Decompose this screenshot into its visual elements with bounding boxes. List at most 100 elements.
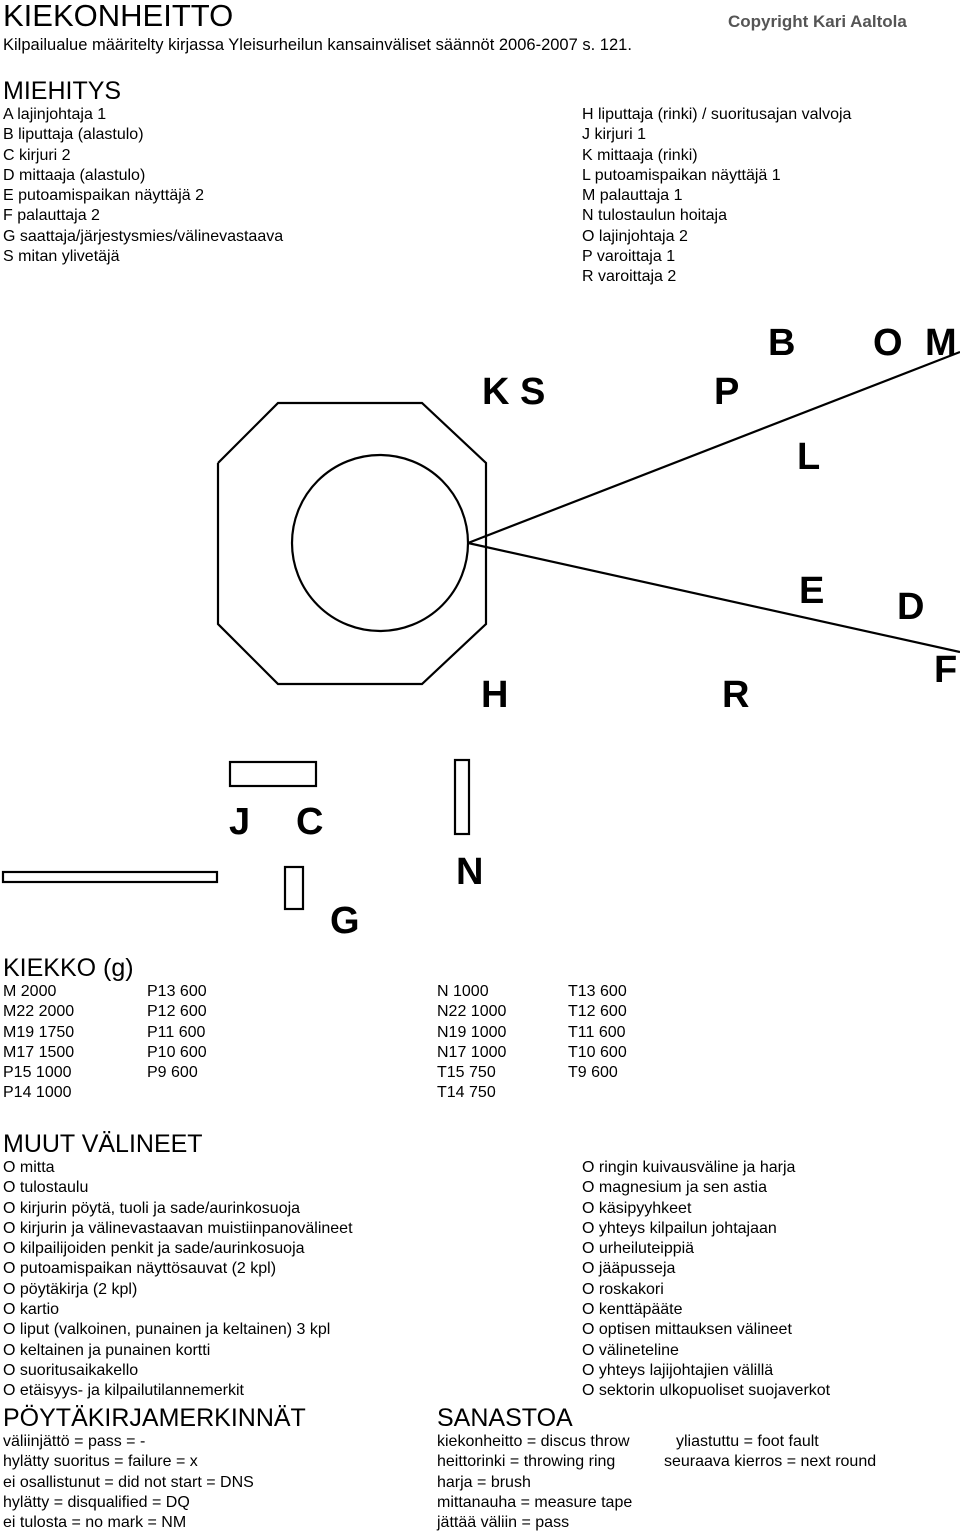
sanastoa-list: kiekonheitto = discus throw heittorinki …: [437, 1432, 632, 1533]
list-item: heittorinki = throwing ring: [437, 1453, 616, 1471]
list-item: M palauttaja 1: [582, 187, 683, 205]
label-r: R: [722, 674, 750, 716]
muut-right-list: O ringin kuivausväline ja harja O magnes…: [582, 1158, 830, 1402]
list-item: harja = brush: [437, 1473, 531, 1491]
label-p: P: [714, 371, 740, 413]
sector-line-upper: [467, 350, 960, 545]
list-item: yliastuttu = foot fault: [676, 1433, 819, 1450]
muut-left-list: O mitta O tulostaulu O kirjurin pöytä, t…: [3, 1158, 353, 1402]
list-item: O lajinjohtaja 2: [582, 227, 688, 245]
list-item: O suoritusaikakello: [3, 1361, 139, 1379]
table-cell: T14 750: [437, 1084, 496, 1102]
page-title: KIEKONHEITTO: [3, 0, 234, 33]
label-h: H: [481, 674, 509, 716]
label-d: D: [897, 586, 925, 628]
table-cell: M17 1500: [3, 1043, 75, 1061]
label-n: N: [456, 851, 484, 893]
list-item: O ringin kuivausväline ja harja: [582, 1159, 796, 1176]
label-c: C: [296, 801, 324, 843]
table-cell: M19 1750: [3, 1023, 75, 1041]
sanastoa-list-2a: yliastuttu = foot fault: [676, 1432, 819, 1452]
muut-heading: MUUT VÄLINEET: [3, 1130, 203, 1158]
kiekko-heading: KIEKKO (g): [3, 954, 134, 982]
table-cell: N 1000: [437, 983, 489, 1000]
sector-line-lower: [467, 541, 960, 654]
list-item: O kirjurin ja välinevastaavan muistiinpa…: [3, 1219, 353, 1237]
list-item: P varoittaja 1: [582, 248, 676, 266]
poytakirja-heading: PÖYTÄKIRJAMERKINNÄT: [3, 1404, 306, 1432]
label-ks: K S: [482, 371, 546, 413]
table-cell: P9 600: [147, 1064, 198, 1082]
list-item: väliinjättö = pass = -: [3, 1433, 146, 1450]
list-item: O etäisyys- ja kilpailutilannemerkit: [3, 1382, 244, 1400]
label-g: G: [330, 900, 360, 942]
label-l: L: [797, 436, 821, 478]
list-item: O kirjurin pöytä, tuoli ja sade/aurinkos…: [3, 1199, 301, 1217]
list-item: O välineteline: [582, 1341, 679, 1359]
miehitys-left-list: A lajinjohtaja 1 B liputtaja (alastulo) …: [3, 105, 283, 267]
label-b: B: [768, 322, 796, 364]
list-item: N tulostaulun hoitaja: [582, 207, 727, 225]
list-item: hylätty = disqualified = DQ: [3, 1493, 190, 1511]
list-item: E putoamispaikan näyttäjä 2: [3, 187, 205, 205]
list-item: F palauttaja 2: [3, 207, 100, 225]
list-item: C kirjuri 2: [3, 146, 71, 164]
table-cell: M 2000: [3, 983, 57, 1000]
list-item: D mittaaja (alastulo): [3, 166, 146, 184]
list-item: seuraava kierros = next round: [664, 1453, 877, 1471]
table-row: P14 1000 T14 750: [3, 1083, 663, 1103]
list-item: O tulostaulu: [3, 1179, 89, 1197]
table-cell: M22 2000: [3, 1003, 75, 1021]
list-item: O optisen mittauksen välineet: [582, 1321, 792, 1339]
table-cell: N17 1000: [437, 1043, 507, 1061]
list-item: mittanauha = measure tape: [437, 1493, 633, 1511]
list-item: L putoamispaikan näyttäjä 1: [582, 166, 781, 184]
subtitle: Kilpailualue määritelty kirjassa Yleisur…: [3, 36, 632, 54]
list-item: K mittaaja (rinki): [582, 146, 698, 164]
list-item: B liputtaja (alastulo): [3, 126, 144, 144]
label-m: M: [925, 322, 957, 364]
table-cell: T9 600: [568, 1064, 618, 1082]
list-item: O kenttäpääte: [582, 1301, 683, 1319]
table-cell: P10 600: [147, 1043, 207, 1061]
table-cell: N19 1000: [437, 1023, 507, 1041]
list-item: O magnesium ja sen astia: [582, 1179, 767, 1197]
miehitys-heading: MIEHITYS: [3, 77, 122, 105]
copyright: Copyright Kari Aaltola: [728, 12, 907, 31]
list-item: R varoittaja 2: [582, 268, 677, 286]
list-item: G saattaja/järjestysmies/välinevastaava: [3, 227, 284, 245]
list-item: O putoamispaikan näyttösauvat (2 kpl): [3, 1260, 277, 1278]
athletes-bench: [1, 870, 219, 884]
list-item: kiekonheitto = discus throw: [437, 1433, 630, 1450]
table-cell: P13 600: [147, 983, 207, 1000]
table-cell: P14 1000: [3, 1084, 72, 1102]
list-item: O sektorin ulkopuoliset suojaverkot: [582, 1382, 831, 1400]
list-item: O urheiluteippiä: [582, 1240, 695, 1258]
list-item: S mitan ylivetäjä: [3, 248, 120, 266]
table-row: M17 1500 P10 600 N17 1000 T10 600: [3, 1043, 663, 1063]
table-cell: N22 1000: [437, 1003, 507, 1021]
table-cell: T15 750: [437, 1064, 496, 1082]
label-o: O: [873, 322, 903, 364]
miehitys-right-list: H liputtaja (rinki) / suoritusajan valvo…: [582, 105, 851, 288]
sanastoa-list-2b: seuraava kierros = next round: [664, 1452, 876, 1472]
list-item: ei tulosta = no mark = NM: [3, 1514, 187, 1532]
list-item: ei osallistunut = did not start = DNS: [3, 1473, 254, 1491]
list-item: O pöytäkirja (2 kpl): [3, 1280, 138, 1298]
list-item: O mitta: [3, 1159, 55, 1176]
list-item: O kartio: [3, 1301, 60, 1319]
scorer-table: [228, 760, 318, 788]
table-cell: T10 600: [568, 1043, 627, 1061]
label-e: E: [799, 570, 825, 612]
list-item: jättää väliin = pass: [437, 1514, 570, 1532]
table-cell: T11 600: [568, 1023, 626, 1041]
scoreboard: [453, 758, 471, 836]
list-item: O jääpusseja: [582, 1260, 676, 1278]
list-item: O roskakori: [582, 1280, 664, 1298]
list-item: O yhteys kilpailun johtajaan: [582, 1219, 777, 1237]
table-cell: T12 600: [568, 1003, 627, 1021]
